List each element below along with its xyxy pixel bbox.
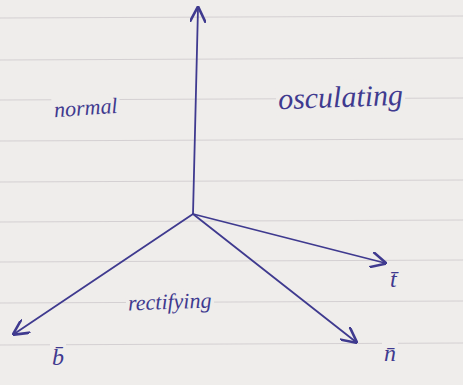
plane-label: osculating — [275, 78, 405, 115]
vector-label: t̄ — [388, 266, 399, 292]
vector-label: b̄ — [50, 344, 66, 370]
vector-label: n̄ — [382, 340, 398, 366]
paper-rules — [0, 16, 463, 345]
plane-label: normal — [51, 94, 120, 123]
plane-label: rectifying — [126, 288, 214, 315]
vector-axes — [14, 8, 385, 342]
